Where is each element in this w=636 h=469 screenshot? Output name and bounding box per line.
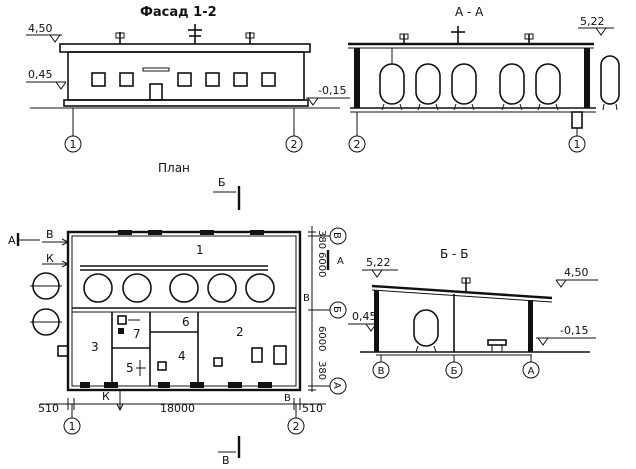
dim-label: 510 [302, 402, 323, 415]
room-number: 2 [236, 325, 244, 339]
svg-text:1: 1 [574, 138, 581, 151]
section-wall [584, 48, 590, 108]
section-bb-view: Б - Б 5,22 4,50 0,45 -0,15 [348, 247, 598, 379]
section-bb-level: 4,50 [564, 266, 589, 279]
svg-text:А: А [337, 256, 344, 267]
dim-label: 6000 [316, 252, 327, 277]
facade-view: Фасад 1-2 4,50 0,45 -0, [26, 5, 350, 153]
facade-plinth [63, 99, 309, 107]
svg-text:В: В [378, 366, 385, 377]
cut-mark-label: Б [218, 176, 226, 189]
equipment-icon [273, 345, 287, 365]
svg-text:А: А [331, 382, 342, 389]
section-aa-title: А - А [455, 5, 484, 19]
plan-label: К [102, 390, 110, 403]
tank-plan-icon [207, 273, 237, 303]
plan-windows-bottom [80, 382, 272, 388]
section-wall [528, 300, 533, 352]
room-number: 3 [91, 340, 99, 354]
plan-label: К [46, 252, 54, 265]
section-bb-level: 0,45 [352, 310, 377, 323]
svg-text:Б: Б [331, 306, 342, 313]
equipment-icon [213, 357, 223, 367]
axis-bubble [63, 417, 81, 435]
dim-label: 6000 [316, 326, 327, 351]
tank-icon [379, 48, 405, 111]
axis-bubble [445, 361, 463, 379]
svg-text:1: 1 [69, 420, 76, 433]
tank-plan-icon [245, 273, 275, 303]
facade-level-top: 4,50 [28, 22, 53, 35]
facade-title: Фасад 1-2 [140, 5, 217, 20]
facade-roof [59, 43, 311, 53]
axis-bubble [348, 135, 366, 153]
room-number: 4 [178, 349, 186, 363]
dim-label: 18000 [160, 402, 195, 415]
axis-bubble [522, 361, 540, 379]
outdoor-tank-icon [600, 55, 620, 111]
dim-label: 380 [316, 361, 327, 380]
axis-bubble [64, 135, 82, 153]
cut-mark-label: В [222, 454, 230, 467]
svg-text:В: В [331, 232, 342, 239]
plan-label: В [284, 393, 291, 404]
facade-level-mid: 0,45 [28, 68, 53, 81]
facade-window [205, 72, 220, 87]
tank-plan-icon [169, 273, 199, 303]
tank-icon [413, 309, 439, 353]
equipment-icon [251, 347, 263, 363]
cut-mark-label: А [8, 234, 16, 247]
svg-text:Б: Б [451, 366, 458, 377]
section-aa-view: А - А [348, 5, 620, 153]
axis-bubble [372, 361, 390, 379]
dim-label: 510 [38, 402, 59, 415]
svg-text:2: 2 [354, 138, 361, 151]
section-aa-level: 5,22 [580, 15, 605, 28]
section-bb-roof [371, 284, 553, 300]
svg-text:2: 2 [293, 420, 300, 433]
section-wall [354, 48, 360, 108]
room-number: 5 [126, 361, 134, 375]
svg-text:А: А [528, 366, 535, 377]
plan-windows-top [118, 230, 264, 235]
section-wall [374, 290, 379, 352]
facade-window [261, 72, 276, 87]
room-number: 7 [133, 327, 141, 341]
facade-sign [142, 67, 170, 72]
facade-window [91, 72, 106, 87]
room-number: 1 [196, 243, 204, 257]
tank-icon [535, 63, 561, 111]
tank-icon [415, 63, 441, 111]
equipment-icon [157, 361, 167, 371]
equipment-icon [487, 339, 507, 346]
axis-bubble [285, 135, 303, 153]
facade-window [119, 72, 134, 87]
tank-icon [451, 63, 477, 111]
axis-bubble [287, 417, 305, 435]
dim-label: 380 [316, 230, 327, 249]
equipment-icon [117, 315, 127, 325]
tank-plan-icon [83, 273, 113, 303]
facade-window [233, 72, 248, 87]
facade-wall [67, 51, 305, 101]
section-bb-level: -0,15 [560, 324, 588, 337]
room-number: 6 [182, 315, 190, 329]
facade-level-ground: -0,15 [318, 84, 346, 97]
plan-view: План Б В А А [8, 161, 347, 467]
section-bb-level: 5,22 [366, 256, 391, 269]
plan-label: В [46, 228, 54, 241]
facade-door [149, 83, 163, 101]
plan-outer-wall [66, 230, 302, 392]
plan-title: План [158, 161, 190, 175]
axis-bubble [568, 135, 586, 153]
facade-window [177, 72, 192, 87]
section-bb-title: Б - Б [440, 247, 468, 261]
svg-text:2: 2 [291, 138, 298, 151]
tank-plan-icon [122, 273, 152, 303]
svg-text:1: 1 [70, 138, 77, 151]
plan-label: В [303, 293, 310, 304]
tank-icon [499, 63, 525, 111]
